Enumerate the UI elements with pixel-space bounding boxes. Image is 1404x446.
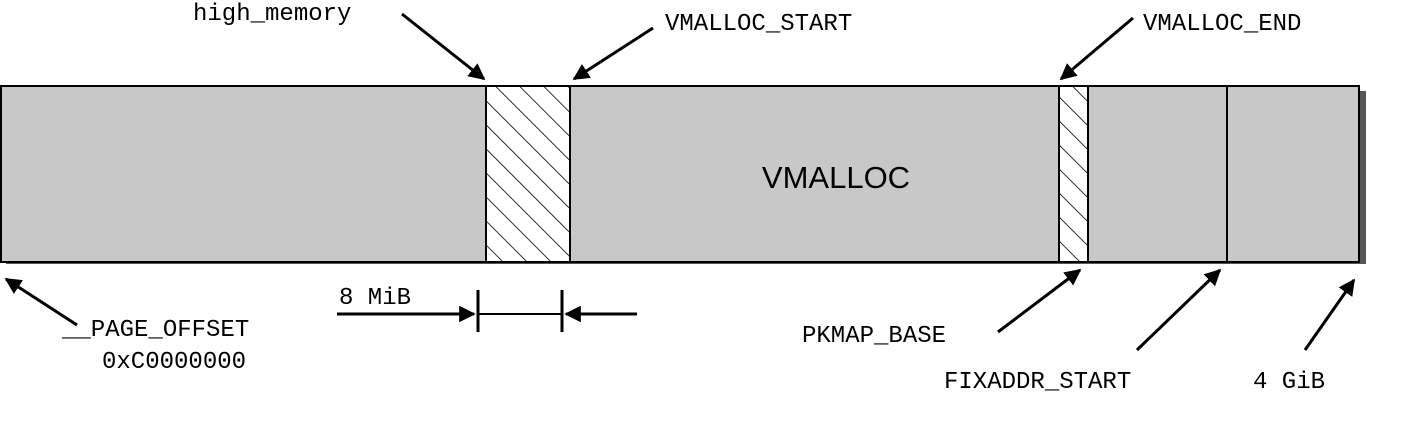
fixaddr-start-arrow-icon [1135,268,1222,352]
vmalloc-end-arrow-icon [1059,16,1134,81]
high-memory-label: high_memory [193,1,351,28]
page-offset-address: 0xC0000000 [102,349,246,376]
vmalloc-start-arrow-icon [572,26,654,81]
pkmap-base-label: PKMAP_BASE [802,323,946,350]
memory-bar [0,85,1360,263]
end-4gib-arrow-icon [1303,278,1356,351]
high-memory-arrow-icon [401,12,486,81]
end-4gib-label: 4 GiB [1253,369,1325,396]
page-offset-arrow-icon [4,277,78,327]
vmalloc-end-label: VMALLOC_END [1143,11,1301,38]
page-offset-label: __PAGE_OFFSET [61,317,249,344]
memory-bar-shadow [1358,91,1366,262]
vmalloc-region-label: VMALLOC [762,160,910,195]
fixaddr-start-label: FIXADDR_START [944,369,1131,396]
hatched-gap-8mib [485,85,571,263]
gap-size-label: 8 MiB [339,285,411,312]
vmalloc-start-label: VMALLOC_START [665,11,852,38]
pkmap-base-arrow-icon [997,268,1082,334]
hatched-gap-vmalloc-end [1058,85,1089,263]
